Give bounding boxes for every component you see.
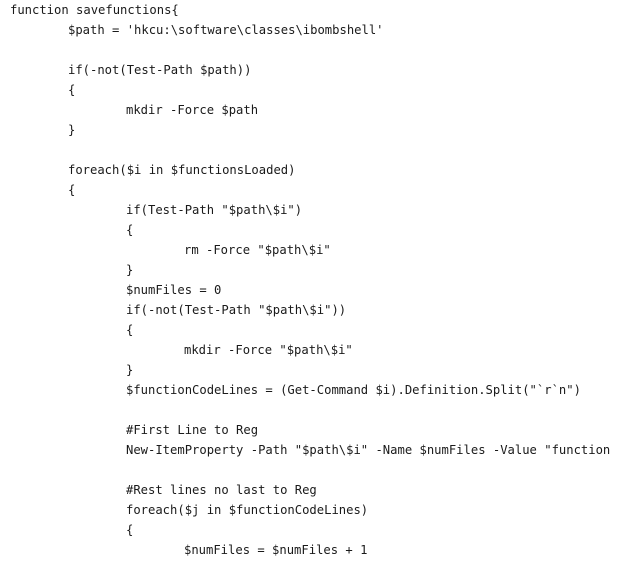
code-line: { (126, 323, 134, 337)
code-line: { (68, 183, 76, 197)
code-line: $numFiles = 0 (126, 283, 222, 297)
code-line: $functionCodeLines = (Get-Command $i).De… (126, 383, 581, 397)
code-line: if(-not(Test-Path "$path\$i")) (126, 303, 347, 317)
code-line: foreach($j in $functionCodeLines) (126, 503, 369, 517)
code-line: $path = 'hkcu:\software\classes\ibombshe… (68, 23, 384, 37)
code-line: #Rest lines no last to Reg (126, 483, 317, 497)
code-line: #First Line to Reg (126, 423, 259, 437)
code-line: { (126, 223, 134, 237)
code-line: } (126, 363, 134, 377)
code-line: if(Test-Path "$path\$i") (126, 203, 303, 217)
code-line: } (126, 263, 134, 277)
code-line: { (126, 523, 134, 537)
code-line: mkdir -Force $path (126, 103, 259, 117)
code-line: function savefunctions{ (10, 3, 179, 17)
code-line: $numFiles = $numFiles + 1 (184, 543, 368, 557)
code-line: { (68, 83, 76, 97)
code-line: } (68, 123, 76, 137)
code-line: foreach($i in $functionsLoaded) (68, 163, 296, 177)
code-line: if(-not(Test-Path $path)) (68, 63, 252, 77)
code-line: New-ItemProperty -Path "$path\$i" -Name … (126, 443, 618, 457)
code-line: mkdir -Force "$path\$i" (184, 343, 353, 357)
code-line: rm -Force "$path\$i" (184, 243, 331, 257)
